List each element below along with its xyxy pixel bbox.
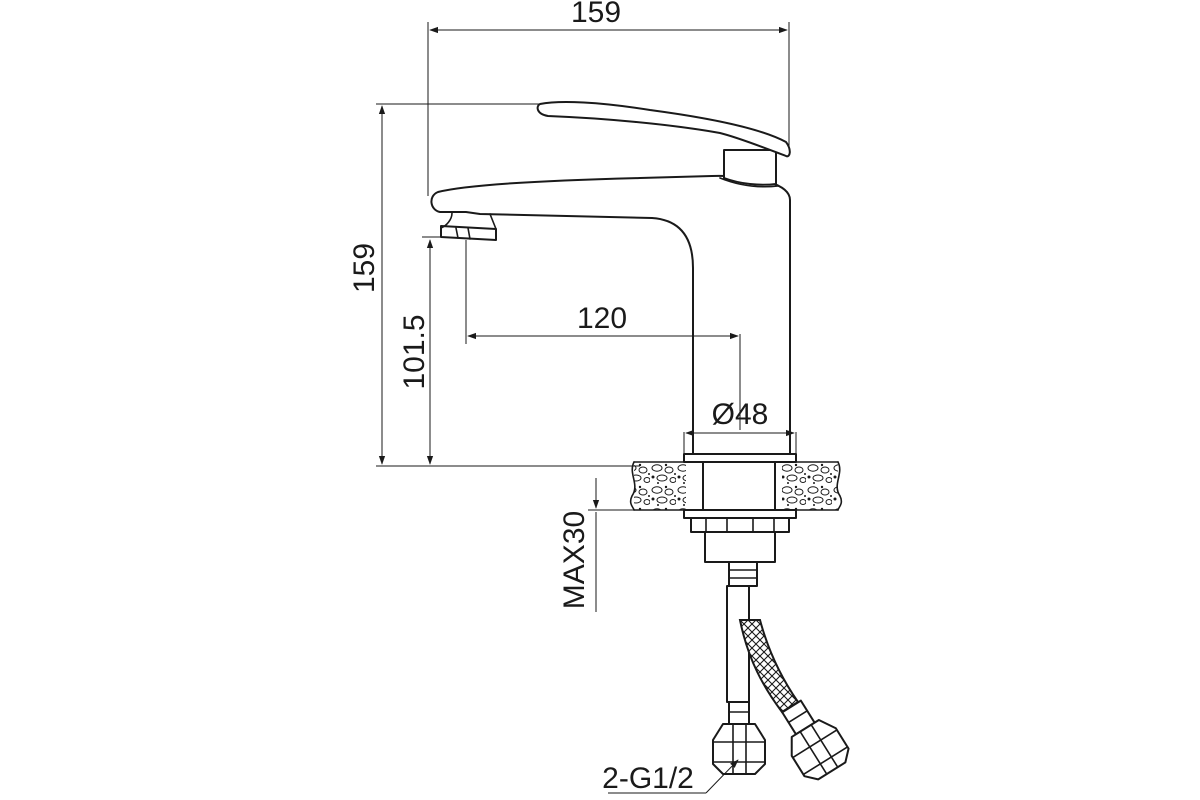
countertop — [629, 461, 843, 511]
hose-left-nut — [712, 723, 766, 775]
dim-total-width: 159 — [571, 0, 621, 29]
countertop-right-section — [782, 462, 838, 510]
handle-stem — [723, 149, 777, 186]
mounting-washer — [683, 509, 797, 519]
dim-total-height: 159 — [348, 243, 381, 293]
dimension-labels: 159 159 101.5 120 Ø48 MAX30 2-G1/2 — [348, 0, 768, 795]
handle-lever — [536, 101, 791, 158]
dim-spout-reach: 120 — [577, 302, 627, 335]
base-flange — [683, 453, 797, 463]
hose-fitting-top — [728, 561, 758, 587]
dim-max-countertop: MAX30 — [558, 511, 591, 609]
mounting-shank — [702, 461, 776, 511]
dim-spout-height: 101.5 — [398, 314, 431, 389]
hose-right-nut — [790, 719, 850, 781]
dim-hose-connection: 2-G1/2 — [602, 762, 694, 795]
dim-base-diameter: Ø48 — [712, 398, 769, 431]
mounting-hardware — [683, 461, 797, 587]
lever-handle — [536, 101, 791, 188]
hose-left-ferrule — [728, 701, 750, 725]
countertop-left-section — [634, 462, 686, 510]
mounting-stud — [704, 531, 776, 563]
supply-hoses — [712, 585, 850, 781]
dimension-lines — [376, 22, 797, 794]
